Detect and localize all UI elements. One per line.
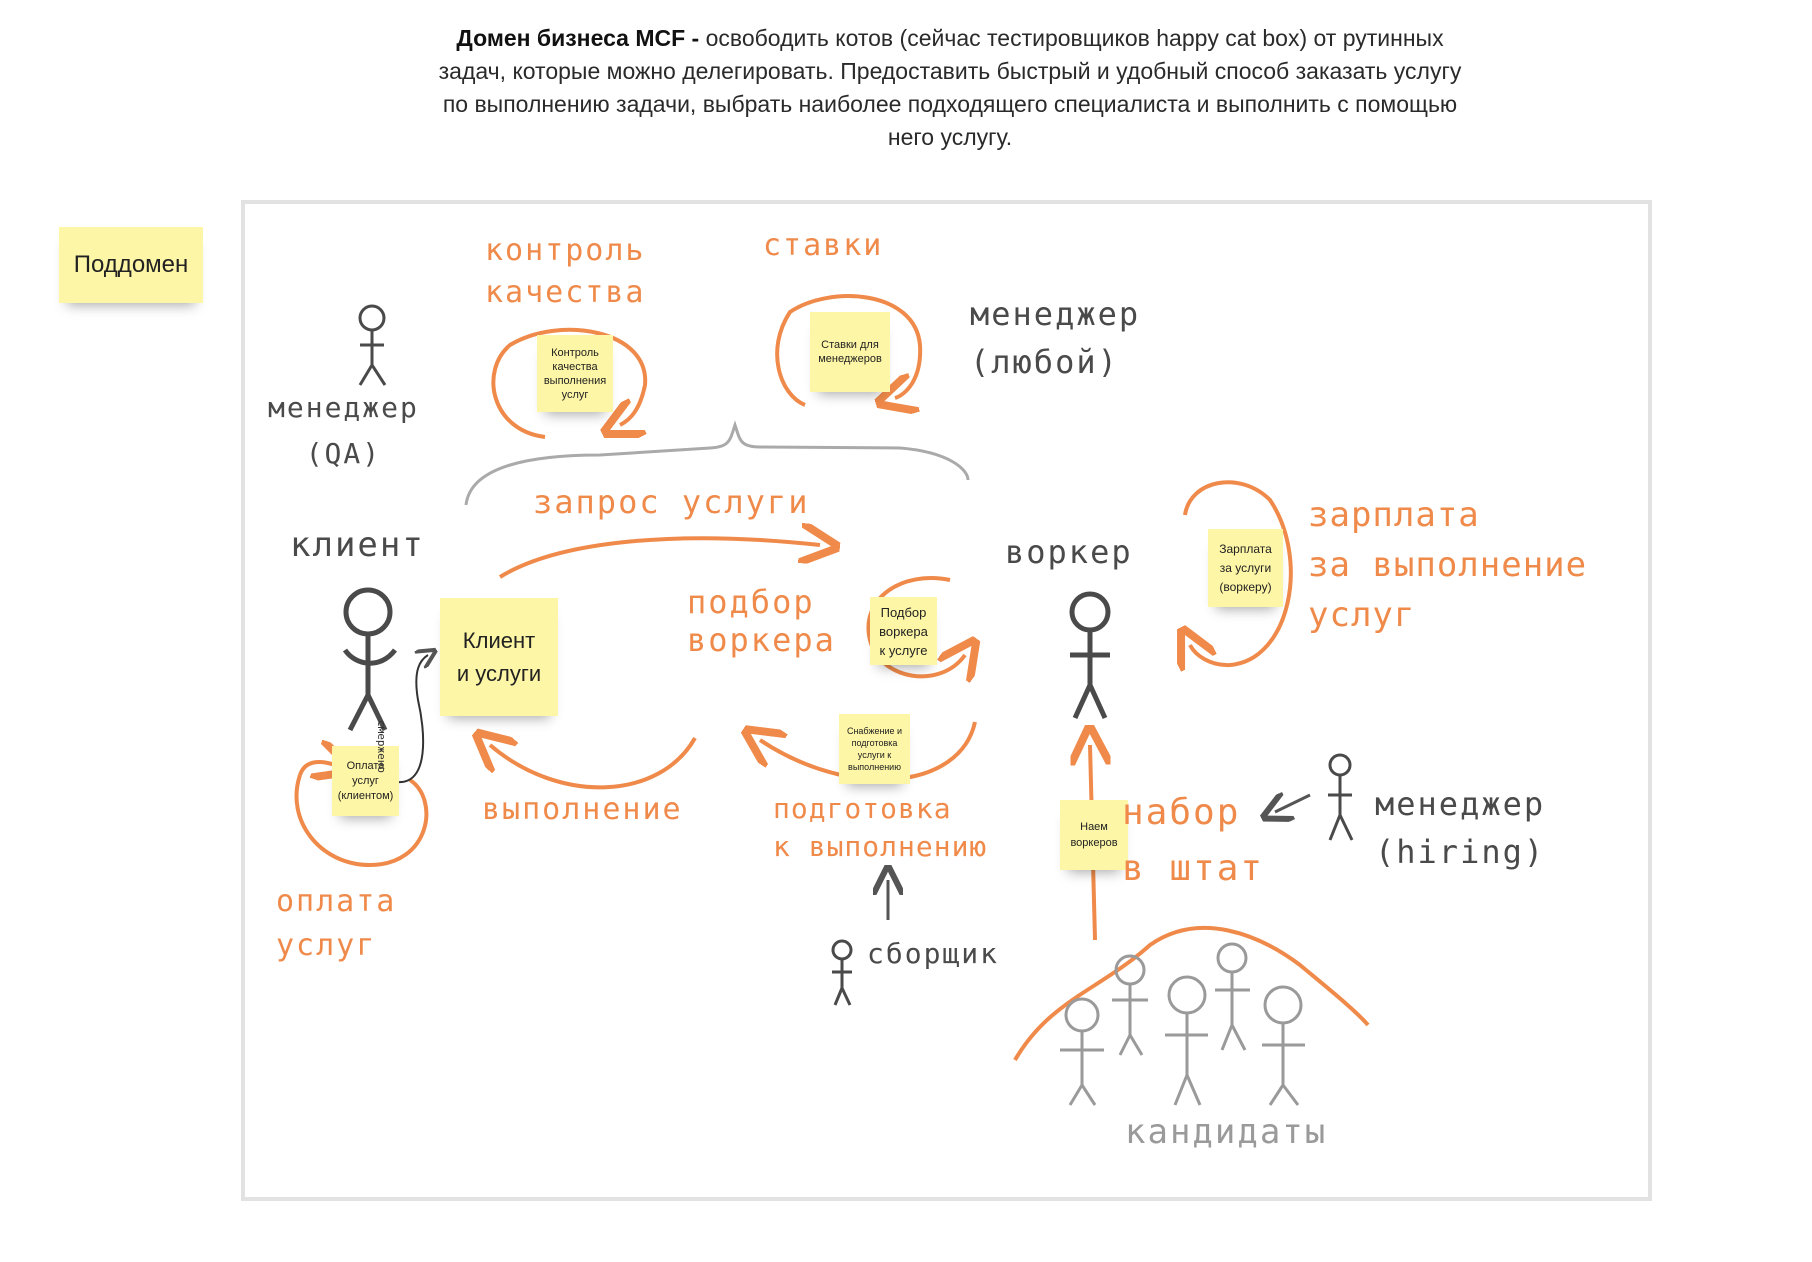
actor-assembler: сборщик xyxy=(867,937,1000,970)
sticky-client-services-label: Клиент и услуги xyxy=(456,628,542,686)
salary-loop xyxy=(1185,480,1293,665)
domain-description: Домен бизнеса MCF - освободить котов (се… xyxy=(430,22,1470,154)
annotation-salary: зарплата за выполнение услуг xyxy=(1308,495,1588,635)
manager-qa-figure xyxy=(358,304,387,386)
payment-loop-start xyxy=(298,762,335,775)
legend-subdomain-label: Поддомен xyxy=(73,251,189,278)
sticky-payment[interactable]: Оплата услуг (клиентом) xyxy=(332,746,399,816)
annotation-merged: смержено xyxy=(375,720,388,773)
actor-manager-qa: менеджер (QA) xyxy=(268,391,419,470)
actor-worker: воркер xyxy=(1005,533,1133,571)
sticky-client-services[interactable]: Клиент и услуги xyxy=(440,598,558,716)
sticky-quality-control-label: Контроль качества выполнения услуг xyxy=(543,346,607,401)
actor-client: клиент xyxy=(290,525,425,565)
actor-manager-hiring: менеджер (hiring) xyxy=(1375,785,1546,871)
annotation-worker-matching: подбор воркера xyxy=(687,583,836,659)
sticky-salary-label: Зарплата за услуги (воркеру) xyxy=(1219,541,1272,594)
sticky-hiring-label: Наем воркеров xyxy=(1070,821,1118,849)
domain-title: Домен бизнеса MCF - xyxy=(456,25,700,51)
rates-loop xyxy=(775,294,923,405)
sticky-hiring[interactable]: Наем воркеров xyxy=(1060,800,1128,870)
actor-manager-any: менеджер (любой) xyxy=(970,295,1141,381)
annotation-rates: ставки xyxy=(763,228,884,263)
sticky-quality-control[interactable]: Контроль качества выполнения услуг xyxy=(537,335,613,412)
assembler-figure xyxy=(831,939,853,1006)
annotation-quality-control: контроль качества xyxy=(485,233,646,310)
annotation-payment: оплата услуг xyxy=(276,884,397,963)
sticky-supply-label: Снабжение и подготовка услуги к выполнен… xyxy=(846,726,903,772)
service-request-arrow xyxy=(498,538,820,579)
execution-arrow xyxy=(490,738,697,790)
annotation-execution: выполнение xyxy=(482,792,683,827)
candidates-hill xyxy=(1013,925,1370,1062)
sticky-manager-rates-label: Ставки для менеджеров xyxy=(818,339,882,365)
sticky-worker-matching[interactable]: Подбор воркера к услуге xyxy=(870,597,937,665)
worker-figure xyxy=(1069,591,1111,720)
hiring-manager-arrow xyxy=(1275,795,1311,812)
payment-loop xyxy=(294,774,429,868)
merged-link xyxy=(396,655,428,784)
actor-candidates: кандидаты xyxy=(1125,1112,1328,1152)
legend-subdomain-sticky[interactable]: Поддомен xyxy=(59,227,203,303)
candidates-figures xyxy=(1060,942,1305,1106)
domain-text: освободить котов (сейчас тестировщиков h… xyxy=(438,25,1462,150)
client-figure xyxy=(342,587,397,732)
quality-control-loop xyxy=(491,327,648,439)
sticky-payment-label: Оплата услуг (клиентом) xyxy=(337,759,394,802)
annotation-hiring: набор в штат xyxy=(1122,792,1265,889)
sticky-supply[interactable]: Снабжение и подготовка услуги к выполнен… xyxy=(839,714,910,784)
manager-hiring-figure xyxy=(1328,753,1354,841)
annotation-preparation: подготовка к выполнению xyxy=(773,792,988,863)
sticky-worker-matching-label: Подбор воркера к услуге xyxy=(879,604,928,658)
sticky-salary[interactable]: Зарплата за услуги (воркеру) xyxy=(1208,529,1283,607)
grouping-brace xyxy=(464,420,970,506)
sticky-manager-rates[interactable]: Ставки для менеджеров xyxy=(810,312,890,392)
annotation-service-request: запрос услуги xyxy=(533,483,810,521)
